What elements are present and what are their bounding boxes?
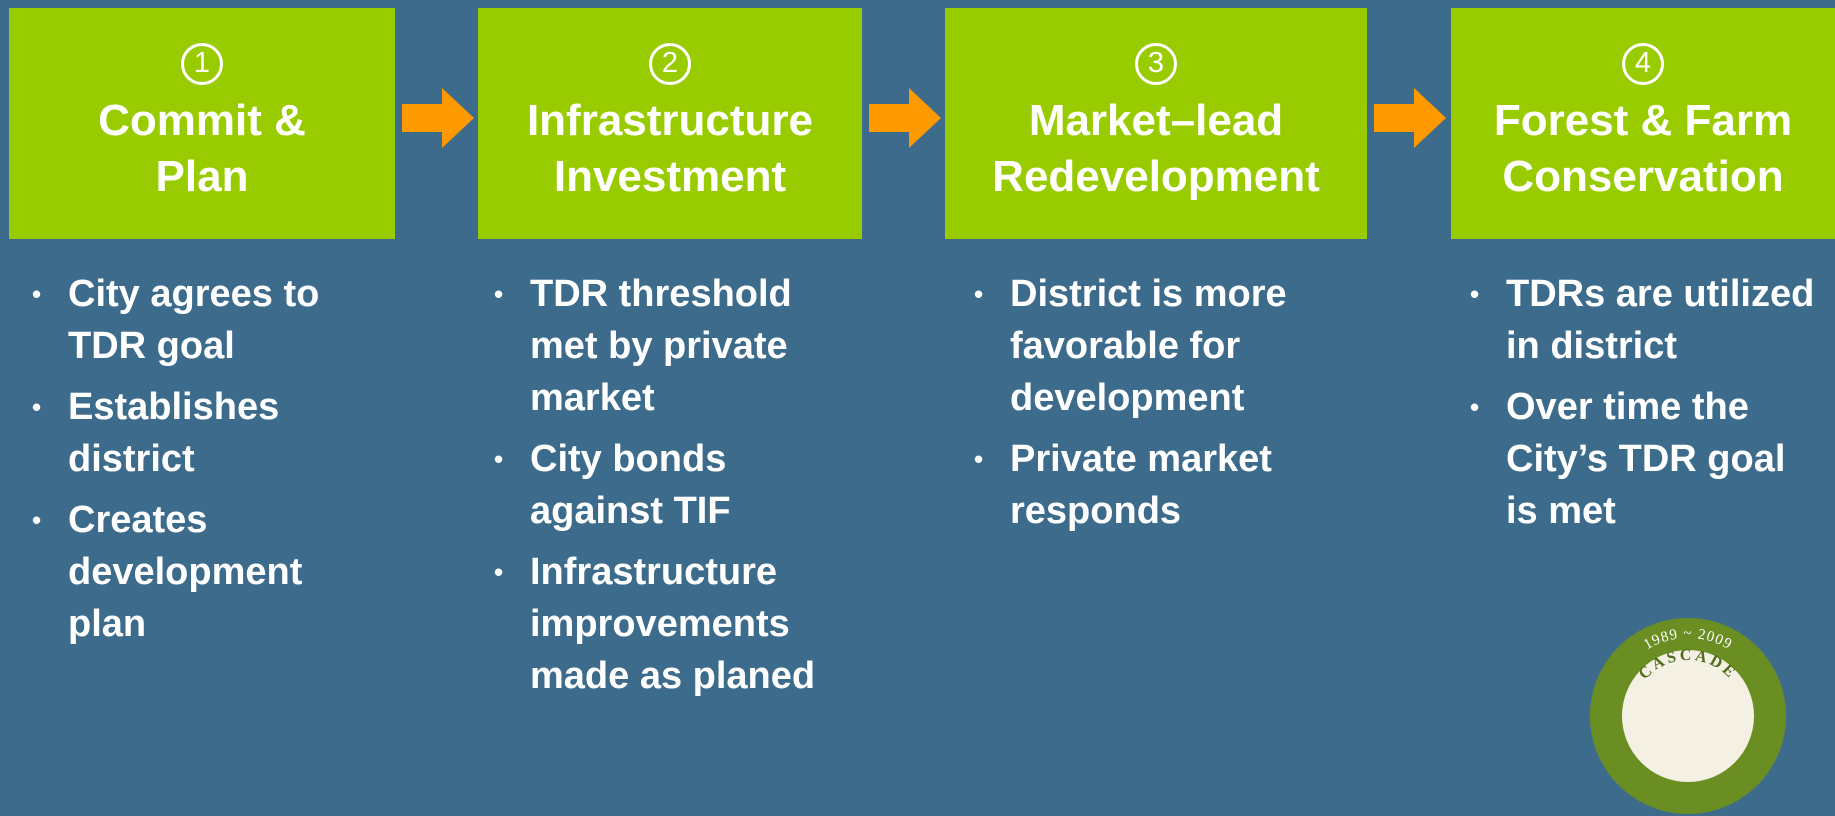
step-title-line: Conservation (1502, 151, 1784, 201)
step-title-line: Forest & Farm (1493, 95, 1793, 145)
bullet-dot-icon: • (494, 557, 504, 587)
bullet-text: Creates development plan (68, 499, 303, 645)
list-item: • City bonds against TIF (490, 433, 840, 537)
step-number-4: 4 (1622, 42, 1664, 85)
step-number-1: 1 (181, 42, 223, 85)
list-item: • Over time the City’s TDR goal is met (1466, 381, 1816, 537)
list-item: • TDRs are utilized in district (1466, 268, 1816, 372)
bullet-dot-icon: • (32, 505, 42, 535)
bullet-list-2: • TDR threshold met by private market • Ci… (490, 268, 840, 711)
bullet-text: TDRs are utilized in district (1506, 273, 1815, 367)
step-title-3: Market–lead Redevelopment (992, 93, 1320, 205)
bullet-list-1: • City agrees to TDR goal • Establishes di… (28, 268, 368, 659)
bullet-dot-icon: • (974, 279, 984, 309)
list-item: • Infrastructure improvements made as pla… (490, 546, 840, 702)
list-item: • District is more favorable for developm… (970, 268, 1350, 424)
bullet-text: City agrees to TDR goal (68, 273, 320, 367)
list-item: • Creates development plan (28, 494, 368, 650)
arrow-right-icon (869, 88, 941, 148)
bullet-text: Establishes district (68, 386, 280, 480)
step-title-line: Plan (155, 151, 249, 201)
step-title-line: Commit & (98, 95, 306, 145)
bullet-dot-icon: • (494, 279, 504, 309)
bullet-dot-icon: • (32, 392, 42, 422)
bullet-text: TDR threshold met by private market (530, 273, 792, 419)
step-box-1: 1 Commit & Plan (9, 8, 395, 239)
bullet-text: City bonds against TIF (530, 438, 731, 532)
bullet-text: Over time the City’s TDR goal is met (1506, 386, 1786, 532)
bullet-dot-icon: • (494, 444, 504, 474)
step-box-4: 4 Forest & Farm Conservation (1451, 8, 1835, 239)
bullet-dot-icon: • (1470, 279, 1480, 309)
bullet-text: District is more favorable for developme… (1010, 273, 1287, 419)
bullet-text: Private market responds (1010, 438, 1272, 532)
list-item: • TDR threshold met by private market (490, 268, 840, 424)
bullet-dot-icon: • (32, 279, 42, 309)
step-title-line: Infrastructure (526, 95, 814, 145)
step-number-3: 3 (1135, 42, 1177, 85)
step-title-line: Investment (553, 151, 787, 201)
step-title-line: Redevelopment (992, 151, 1320, 201)
step-box-2: 2 Infrastructure Investment (478, 8, 862, 239)
step-title-4: Forest & Farm Conservation (1494, 93, 1792, 205)
bullet-text: Infrastructure improvements made as plan… (530, 551, 816, 697)
list-item: • Establishes district (28, 381, 368, 485)
bullet-list-3: • District is more favorable for developm… (970, 268, 1350, 546)
bullet-dot-icon: • (974, 444, 984, 474)
step-title-line: Market–lead (1028, 95, 1284, 145)
arrow-right-icon (1374, 88, 1446, 148)
cascade-seal-logo: 1989 ~ 2009 CASCADE (1590, 618, 1786, 814)
step-title-1: Commit & Plan (98, 93, 306, 205)
list-item: • Private market responds (970, 433, 1350, 537)
arrow-right-icon (402, 88, 474, 148)
step-title-2: Infrastructure Investment (527, 93, 813, 205)
step-number-2: 2 (649, 42, 691, 85)
bullet-dot-icon: • (1470, 392, 1480, 422)
step-box-3: 3 Market–lead Redevelopment (945, 8, 1367, 239)
list-item: • City agrees to TDR goal (28, 268, 368, 372)
bullet-list-4: • TDRs are utilized in district • Over tim… (1466, 268, 1816, 546)
